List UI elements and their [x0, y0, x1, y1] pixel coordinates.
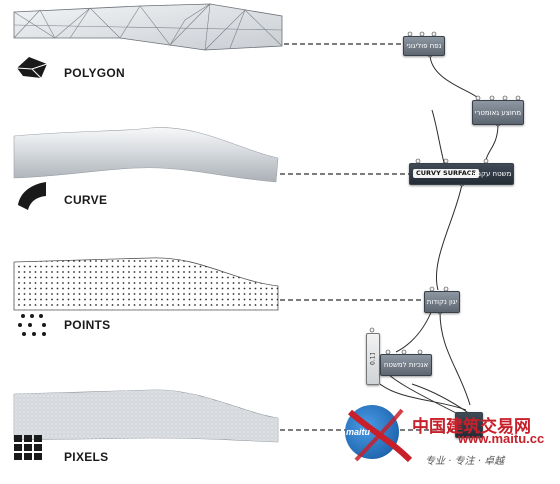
pixels-output-node[interactable] [455, 412, 483, 438]
curvy-surface-node-label: משטח עקמומי [468, 170, 511, 178]
points-grid-node[interactable]: יגון נקודות [424, 291, 460, 313]
points-icon [18, 314, 46, 336]
curve-surface [13, 127, 279, 183]
watermark-title: 中国建筑交易网 [412, 417, 531, 437]
polygon-surface [13, 3, 283, 51]
curvy-surface-node[interactable]: CURVY SURFACE משטח עקמומי [409, 163, 514, 185]
row-label-polygon: POLYGON [64, 66, 126, 80]
pixels-surface [13, 389, 279, 443]
points-grid-node-label: יגון נקודות [426, 298, 458, 306]
row-label-points: POINTS [64, 318, 111, 332]
row-label-curve: CURVE [64, 193, 108, 207]
polygon-mesh-node[interactable]: נפח פוליגוני [403, 36, 445, 56]
surface-fill-node-label: אנכיות למשטח [383, 361, 429, 369]
slider-node-readout: 0.11 [369, 353, 377, 365]
polygon-mesh-node-label: נפח פוליגוני [406, 42, 442, 50]
polygon-icon [16, 57, 48, 79]
watermark-slogan: 专业 · 专注 · 卓越 [425, 456, 505, 467]
points-surface [13, 257, 279, 311]
row-label-pixels: PIXELS [64, 450, 109, 464]
surface-fill-node[interactable]: אנכיות למשטח [380, 354, 432, 376]
curve-icon [18, 182, 46, 210]
measured-value-node-label: מחוצע גאומטרי [474, 108, 522, 117]
measured-value-node[interactable]: מחוצע גאומטרי [472, 100, 524, 125]
watermark-logo-text: maitu [346, 427, 371, 437]
curvy-surface-node-title: CURVY SURFACE [413, 169, 479, 178]
watermark-url: www.maitu.cc [458, 431, 545, 446]
watermark-logo [345, 405, 413, 463]
slider-node[interactable]: 0.11 [366, 333, 380, 385]
pixels-icon [14, 435, 42, 460]
